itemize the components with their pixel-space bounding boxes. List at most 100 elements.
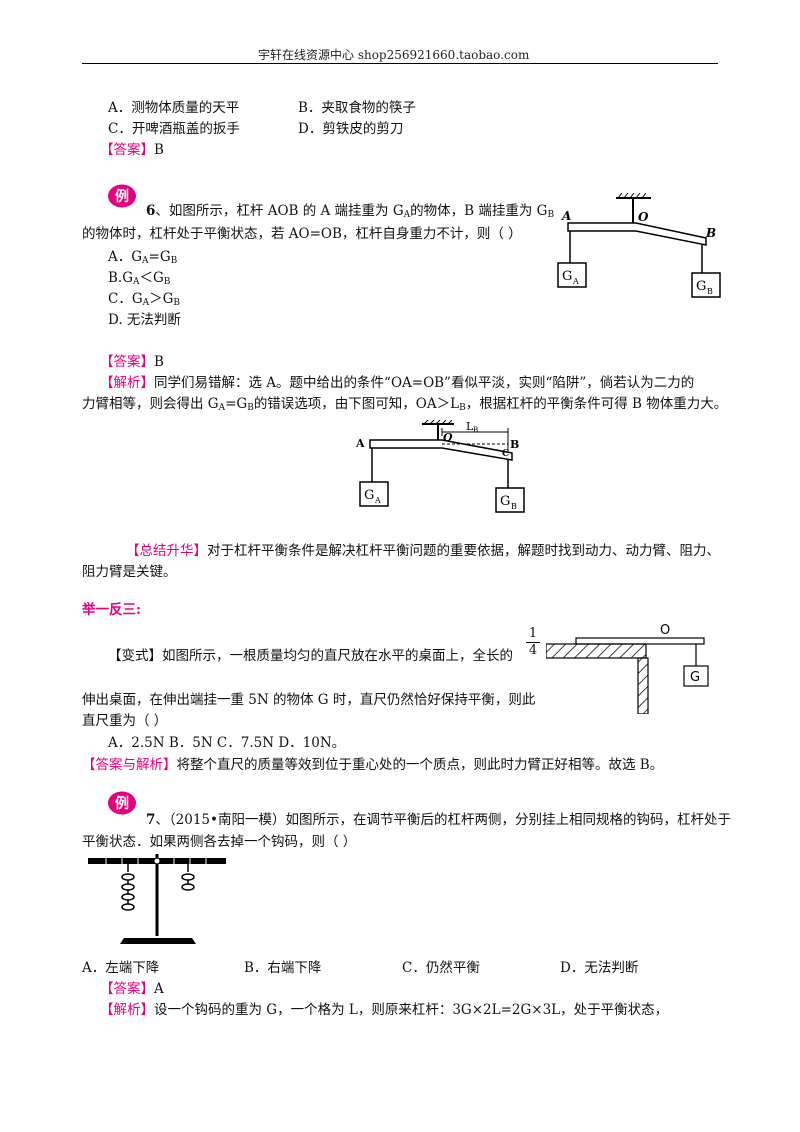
q6-summary-line2: 阻力臂是关键。 xyxy=(82,564,177,580)
ruler-table-figure: O G xyxy=(546,623,709,714)
label-ga-sub: A xyxy=(374,496,381,505)
variant-fraction: 1 4 xyxy=(526,626,540,659)
label-c: C xyxy=(502,449,509,459)
label-a: A xyxy=(561,209,571,223)
analysis-text: ，根据杠杆的平衡条件可得 B 物体重力大。 xyxy=(465,396,728,412)
sub-b: B xyxy=(547,210,555,220)
label-o: O xyxy=(660,623,670,638)
sub-a: A xyxy=(142,298,150,308)
analysis-text: 设一个钩码的重为 G，一个格为 L，则原来杠杆：3G×2L=2G×3L，处于平衡… xyxy=(154,1002,669,1018)
variant-answer: 【答案与解析】将整个直尺的质量等效到位于重心处的一个质点，则此时力臂正好相等。故… xyxy=(82,755,663,775)
summary-tag: 【总结升华】 xyxy=(126,543,207,559)
label-o: O xyxy=(443,431,453,444)
opt-text: A．G xyxy=(108,249,143,265)
answer-value: B xyxy=(154,354,164,370)
header-rule xyxy=(82,63,718,64)
label-a: A xyxy=(355,437,365,450)
variant-line3: 直尺重为（ ） xyxy=(82,713,168,729)
analysis-tag: 【解析】 xyxy=(100,375,154,391)
example-badge-icon: 例 xyxy=(108,791,136,815)
q5-option-a: A．测物体质量的天平 xyxy=(108,100,240,116)
sub-b: B xyxy=(163,277,171,287)
q6-option-c: C．GA＞GB xyxy=(108,291,181,308)
lever-figure-2: A O B C L B G A G B xyxy=(355,420,525,513)
q6-summary-line1: 【总结升华】对于杠杆平衡条件是解决杠杆平衡问题的重要依据，解题时找到动力、动力臂… xyxy=(126,541,720,561)
label-ga: G xyxy=(562,269,572,284)
label-lb: L xyxy=(466,420,474,433)
q7-answer: 【答案】A xyxy=(100,979,164,999)
lever-figure-1: A O B G A G B xyxy=(557,193,721,298)
q5-option-b: B．夹取食物的筷子 xyxy=(298,100,416,116)
example-badge-icon: 例 xyxy=(108,184,136,208)
label-gb-sub: B xyxy=(511,502,517,511)
answer-text: 将整个直尺的质量等效到位于重心处的一个质点，则此时力臂正好相等。故选 B。 xyxy=(176,757,664,773)
q6-analysis-line2: 力臂相等，则会得出 GA=GB的错误选项，由下图可知，OA＞LB，根据杠杆的平衡… xyxy=(82,394,727,418)
page-header: 宇轩在线资源中心 shop256921660.taobao.com xyxy=(258,48,530,62)
q5-answer: 【答案】B xyxy=(100,140,164,160)
label-lb-sub: B xyxy=(473,426,478,434)
sub-a: A xyxy=(133,277,140,287)
variant-line2: 伸出桌面，在伸出端挂一重 5N 的物体 G 时，直尺仍然恰好保持平衡，则此 xyxy=(82,692,536,708)
label-b: B xyxy=(705,226,716,240)
q6-text: 、如图所示，杠杆 AOB 的 A 端挂重为 G xyxy=(155,203,404,219)
q6-option-d: D. 无法判断 xyxy=(108,312,181,328)
q7-option-a: A．左端下降 xyxy=(82,960,160,976)
variant-tag: 【变式】 xyxy=(108,648,162,664)
fraction-denominator: 4 xyxy=(526,642,540,659)
answer-tag: 【答案】 xyxy=(100,142,154,158)
analysis-tag: 【解析】 xyxy=(100,1002,154,1018)
q7-option-d: D．无法判断 xyxy=(560,960,639,976)
answer-value: A xyxy=(154,981,164,997)
variant-text: 如图所示，一根质量均匀的直尺放在水平的桌面上，全长的 xyxy=(162,648,513,664)
balance-lever-figure xyxy=(88,854,226,944)
variant-options: A．2.5N B．5N C．7.5N D．10N。 xyxy=(108,735,346,751)
q7-stem-line1: 7、（2015•南阳一模）如图所示，在调节平衡后的杠杆两侧，分别挂上相同规格的钩… xyxy=(146,810,731,830)
q6-answer: 【答案】B xyxy=(100,352,164,372)
q6-option-b: B.GA＜GB xyxy=(108,270,171,287)
answer-value: B xyxy=(154,142,164,158)
opt-text: C．G xyxy=(108,291,143,307)
q6-stem-line2: 的物体时，杠杆处于平衡状态，若 AO=OB，杠杆自身重力不计，则（ ） xyxy=(82,226,522,242)
variant-line1: 【变式】如图所示，一根质量均匀的直尺放在水平的桌面上，全长的 xyxy=(108,646,513,666)
label-gb-sub: B xyxy=(707,287,713,296)
sub-b: B xyxy=(247,403,254,413)
badge-label: 例 xyxy=(115,188,129,205)
sub-a: A xyxy=(142,256,149,266)
answer-tag: 【答案】 xyxy=(100,354,154,370)
q6-number: 6 xyxy=(146,203,156,219)
analysis-text: 同学们易错解：选 A。题中给出的条件“OA=OB”看似平淡，实则“陷阱”，倘若认… xyxy=(154,375,695,391)
label-gb: G xyxy=(696,279,706,294)
q5-option-c: C．开啤酒瓶盖的扳手 xyxy=(108,121,240,137)
analysis-text: 的错误选项，由下图可知，OA＞L xyxy=(253,396,460,412)
analysis-text: 力臂相等，则会得出 G xyxy=(82,396,219,412)
q7-option-c: C．仍然平衡 xyxy=(402,960,480,976)
q7-option-b: B．右端下降 xyxy=(244,960,322,976)
label-g: G xyxy=(690,670,700,685)
q7-analysis: 【解析】设一个钩码的重为 G，一个格为 L，则原来杠杆：3G×2L=2G×3L，… xyxy=(100,1000,668,1020)
label-ga: G xyxy=(364,488,374,503)
q7-text: 、（2015•南阳一模）如图所示，在调节平衡后的杠杆两侧，分别挂上相同规格的钩码… xyxy=(155,812,731,828)
fraction-numerator: 1 xyxy=(528,626,538,641)
sub-a: A xyxy=(218,403,226,413)
badge-label: 例 xyxy=(115,795,129,812)
answer-tag: 【答案】 xyxy=(100,981,154,997)
opt-text: B.G xyxy=(108,270,133,286)
summary-text: 对于杠杆平衡条件是解决杠杆平衡问题的重要依据，解题时找到动力、动力臂、阻力、 xyxy=(207,543,720,559)
q6-option-a: A．GA=GB xyxy=(108,249,178,266)
sub-b: B xyxy=(170,256,178,266)
q6-stem-line1: 6、如图所示，杠杆 AOB 的 A 端挂重为 GA的物体，B 端挂重为 GB xyxy=(146,201,554,225)
sub-b: B xyxy=(459,403,466,413)
q7-number: 7 xyxy=(146,812,156,828)
q5-option-d: D．剪铁皮的剪刀 xyxy=(298,121,404,137)
sub-a: A xyxy=(403,210,411,220)
label-ga-sub: A xyxy=(572,277,579,286)
section-title: 举一反三: xyxy=(82,602,141,618)
q6-analysis-line1: 【解析】同学们易错解：选 A。题中给出的条件“OA=OB”看似平淡，实则“陷阱”… xyxy=(100,373,694,393)
sub-b: B xyxy=(173,298,181,308)
analysis-text: =G xyxy=(225,396,248,412)
q6-text-b: 的物体，B 端挂重为 G xyxy=(410,203,548,219)
label-o: O xyxy=(638,210,649,224)
answer-tag: 【答案与解析】 xyxy=(82,757,177,773)
label-b: B xyxy=(510,438,519,451)
label-gb: G xyxy=(500,494,510,509)
